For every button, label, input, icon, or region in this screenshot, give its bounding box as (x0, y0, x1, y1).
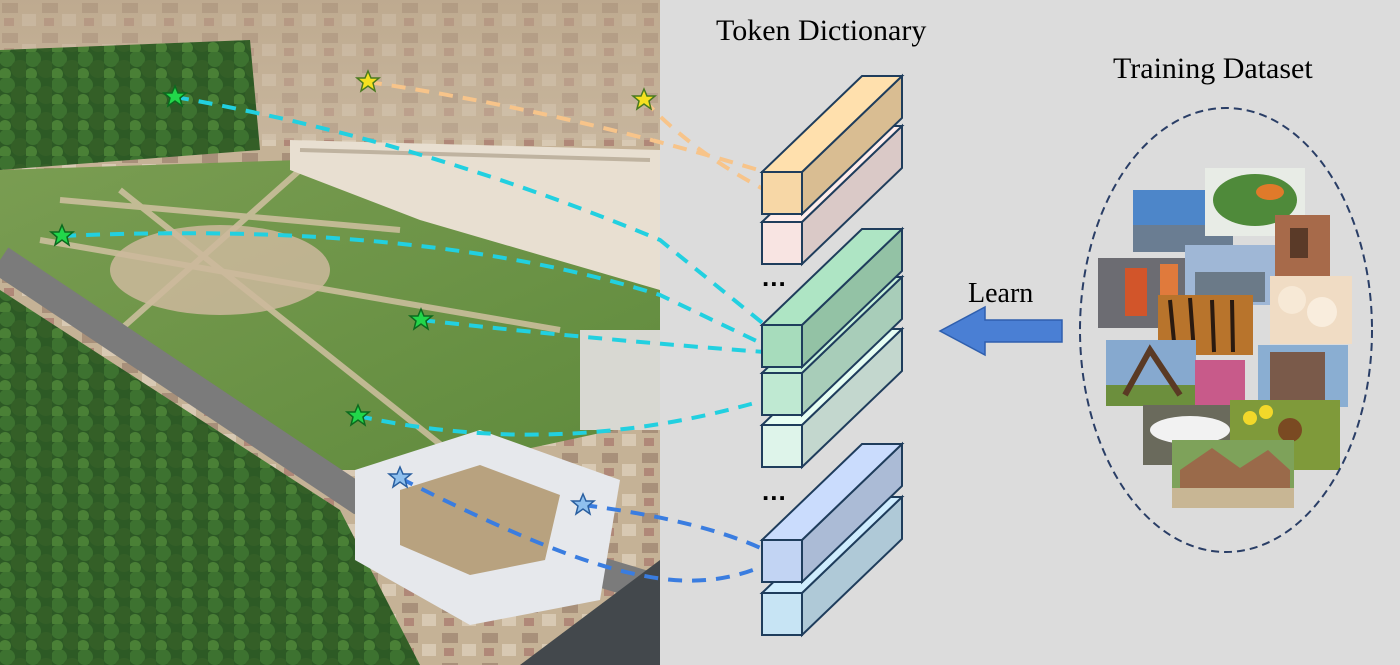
token-block-front (761, 324, 803, 368)
yellow-line-2 (642, 98, 766, 192)
training-dataset-title: Training Dataset (1113, 52, 1313, 85)
token-dictionary-title: Token Dictionary (716, 14, 927, 47)
dataset-oval-border (1079, 107, 1373, 553)
green-star-icon (48, 223, 76, 247)
ellipsis-upper: ... (762, 262, 787, 292)
green-line-1 (174, 95, 767, 327)
green-line-4 (357, 398, 766, 437)
learn-label: Learn (968, 278, 1034, 309)
token-block-green-1 (759, 226, 905, 370)
learn-arrow (938, 305, 1063, 357)
green-star-icon (407, 307, 435, 331)
token-block-front (761, 171, 803, 215)
yellow-star-icon (354, 69, 382, 93)
yellow-line-1 (367, 80, 766, 174)
blue-star-icon (386, 465, 414, 489)
token-block-front (761, 372, 803, 416)
aerial-city-photo (0, 0, 660, 665)
green-line-3 (420, 318, 766, 354)
correspondence-lines (61, 80, 767, 583)
dataset-collage (1098, 168, 1352, 508)
green-star-icon (344, 403, 372, 427)
green-line-2 (61, 231, 766, 347)
ellipsis-lower: ... (762, 476, 787, 506)
token-block-orange-1 (759, 73, 905, 217)
left-arrow-icon (938, 305, 1063, 357)
blue-line-2 (582, 503, 766, 552)
token-blocks (759, 73, 905, 638)
landmark-stars (48, 69, 658, 516)
training-dataset-oval (1079, 107, 1373, 553)
green-star-icon (161, 84, 189, 108)
token-block-front (761, 539, 803, 583)
token-block-front (761, 424, 803, 468)
blue-line-1 (399, 476, 766, 583)
yellow-star-icon (630, 87, 658, 111)
token-block-front (761, 221, 803, 265)
blue-star-icon (569, 492, 597, 516)
token-block-front (761, 592, 803, 636)
token-block-blue-1 (759, 441, 905, 585)
